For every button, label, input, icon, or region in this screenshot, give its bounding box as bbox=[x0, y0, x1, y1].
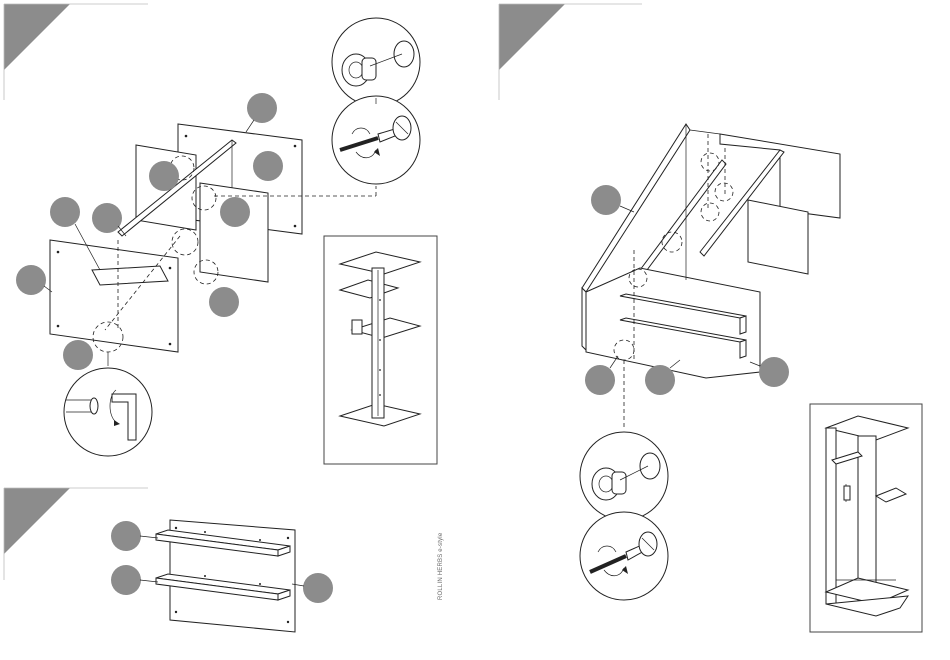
footer-text: ROLLIN HERBS e-style bbox=[438, 540, 444, 600]
part-callout bbox=[253, 151, 283, 181]
screwdriver-turn-icon bbox=[332, 96, 420, 184]
step-c bbox=[499, 4, 840, 600]
preview-right bbox=[810, 404, 922, 632]
cam-lock-insert-icon bbox=[332, 18, 420, 106]
part-callout bbox=[63, 340, 93, 370]
preview-left bbox=[324, 236, 437, 464]
part-callout bbox=[247, 93, 277, 123]
screwdriver-turn-icon bbox=[580, 512, 668, 600]
part-callout bbox=[50, 197, 80, 227]
step-b bbox=[4, 488, 333, 632]
part-callout bbox=[303, 573, 333, 603]
part-callout bbox=[759, 357, 789, 387]
step-c-marker bbox=[499, 4, 565, 70]
part-callout bbox=[645, 365, 675, 395]
step-a-marker bbox=[4, 4, 70, 70]
front-shelf bbox=[92, 266, 168, 285]
part-callout bbox=[585, 365, 615, 395]
part-callout bbox=[111, 565, 141, 595]
part-callout bbox=[16, 265, 46, 295]
part-callout bbox=[111, 521, 141, 551]
front-panel bbox=[50, 240, 178, 352]
part-callout bbox=[591, 185, 621, 215]
cam-lock-insert-icon bbox=[580, 432, 668, 520]
part-callout bbox=[220, 197, 250, 227]
part-callout bbox=[92, 203, 122, 233]
lower-unit bbox=[586, 268, 760, 378]
part-callout bbox=[209, 287, 239, 317]
part-callout bbox=[149, 161, 179, 191]
step-b-marker bbox=[4, 488, 70, 554]
